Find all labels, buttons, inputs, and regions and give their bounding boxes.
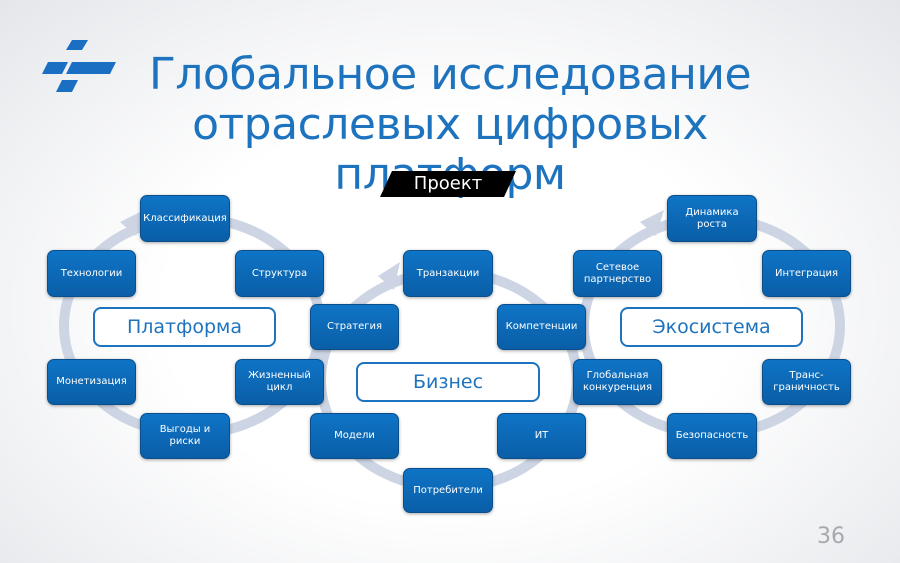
node-consumers[interactable]: Потребители — [403, 468, 493, 513]
title-line-2: отраслевых цифровых платформ — [192, 99, 708, 200]
node-network-partnership[interactable]: Сетевое партнерство — [573, 250, 662, 297]
node-benefits-risks[interactable]: Выгоды и риски — [140, 413, 230, 459]
node-cross-border[interactable]: Транс-граничность — [762, 359, 851, 405]
platform-hub[interactable]: Платформа — [93, 307, 276, 347]
project-tag: Проект — [413, 173, 483, 194]
page-number: 36 — [817, 524, 845, 549]
company-logo — [42, 40, 116, 92]
node-integration[interactable]: Интеграция — [762, 250, 851, 297]
node-transactions[interactable]: Транзакции — [403, 250, 493, 297]
node-competencies[interactable]: Компетенции — [497, 304, 586, 350]
node-classification[interactable]: Классификация — [140, 195, 230, 242]
node-strategy[interactable]: Стратегия — [310, 304, 399, 350]
node-security[interactable]: Безопасность — [667, 413, 757, 459]
business-arrow — [378, 262, 400, 290]
ecosystem-hub[interactable]: Экосистема — [620, 307, 803, 347]
node-technologies[interactable]: Технологии — [47, 250, 136, 297]
ecosystem-arrow — [640, 210, 664, 236]
node-monetization[interactable]: Монетизация — [47, 359, 136, 405]
node-growth-dynamics[interactable]: Динамика роста — [667, 195, 757, 242]
title-line-1: Глобальное исследование — [148, 49, 752, 100]
business-hub[interactable]: Бизнес — [356, 362, 540, 402]
node-models[interactable]: Модели — [310, 413, 399, 459]
project-tag-shape — [380, 171, 516, 197]
node-lifecycle[interactable]: Жизненный цикл — [235, 359, 324, 405]
node-global-competition[interactable]: Глобальная конкуренция — [573, 359, 662, 405]
platform-arrow — [120, 210, 144, 236]
node-it[interactable]: ИТ — [497, 413, 586, 459]
node-structure[interactable]: Структура — [235, 250, 324, 297]
slide-title: Глобальное исследование отраслевых цифро… — [90, 50, 810, 200]
